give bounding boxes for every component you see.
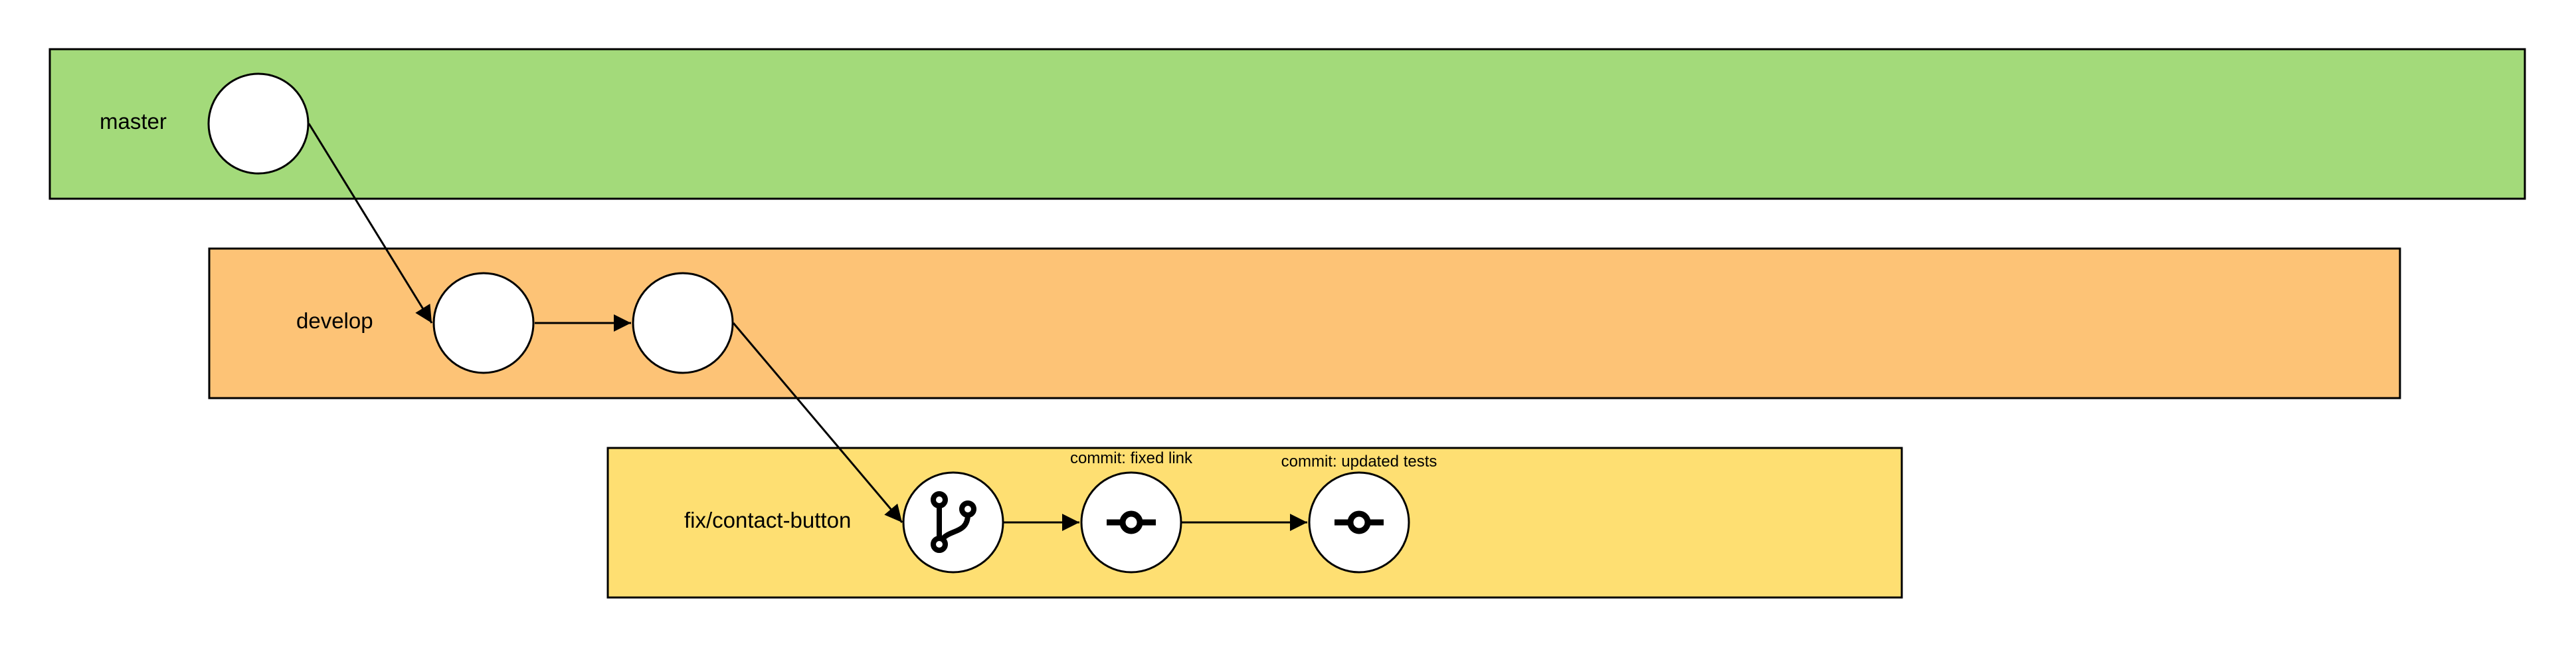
edges — [308, 123, 1307, 531]
git-commit-icon — [1107, 510, 1156, 534]
commit-note-updated-tests: commit: updated tests — [1281, 453, 1437, 471]
nodes: commit: fixed link commit: updated tests — [207, 72, 1437, 574]
commit-node-fix-1: commit: fixed link — [1070, 449, 1193, 574]
edge-master-to-develop — [308, 123, 433, 324]
git-branch-icon — [931, 491, 976, 553]
lane-master-label: master — [100, 109, 167, 134]
commit-node-circle — [1308, 471, 1410, 574]
lane-master: master — [48, 48, 2526, 200]
git-commit-icon — [1334, 510, 1384, 534]
lane-develop-label: develop — [296, 308, 373, 333]
branch-node-circle — [902, 471, 1004, 574]
edge-develop-to-fix-branch — [732, 322, 903, 523]
commit-note-fixed-link: commit: fixed link — [1070, 449, 1193, 467]
commit-node-develop-1 — [432, 272, 535, 374]
lane-fix-label: fix/contact-button — [684, 508, 851, 532]
branch-node-fix — [902, 471, 1004, 574]
commit-node-develop-2 — [632, 272, 734, 374]
commit-node-circle — [1080, 471, 1182, 574]
commit-node-fix-2: commit: updated tests — [1281, 453, 1437, 574]
lane-master-background — [48, 48, 2526, 200]
commit-node-master-1 — [207, 72, 310, 175]
